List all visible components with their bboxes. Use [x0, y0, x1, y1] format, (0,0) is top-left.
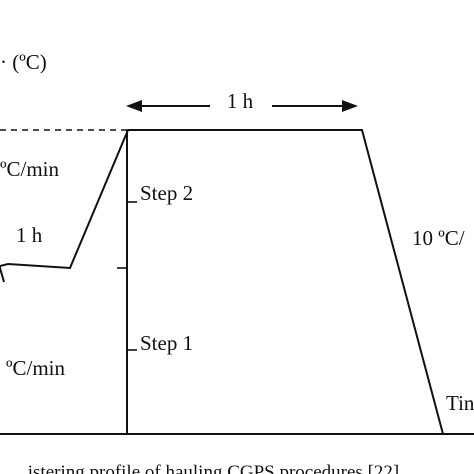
top-hold-arrow-right-head	[342, 100, 358, 112]
heating-rate-lower-label: ºC/min	[6, 356, 66, 380]
top-hold-arrow-left-head	[126, 100, 142, 112]
profile-left-dip	[0, 267, 5, 283]
step2-label: Step 2	[140, 181, 193, 205]
heating-rate-upper-label: ºC/min	[0, 157, 60, 181]
step1-label: Step 1	[140, 331, 193, 355]
figure-caption: … istering profile of hauling CGPS proce…	[4, 462, 399, 474]
cooling-rate-label: 10 ºC/	[412, 226, 465, 250]
temperature-profile-line	[0, 129, 444, 435]
time-axis-unit-label: Tin	[446, 391, 474, 415]
top-hold-duration-label: 1 h	[227, 89, 254, 113]
y-axis-unit-label: · (ºC)	[0, 50, 47, 74]
top-hold-duration-arrow	[126, 100, 358, 112]
mid-hold-duration-label: 1 h	[16, 223, 43, 247]
